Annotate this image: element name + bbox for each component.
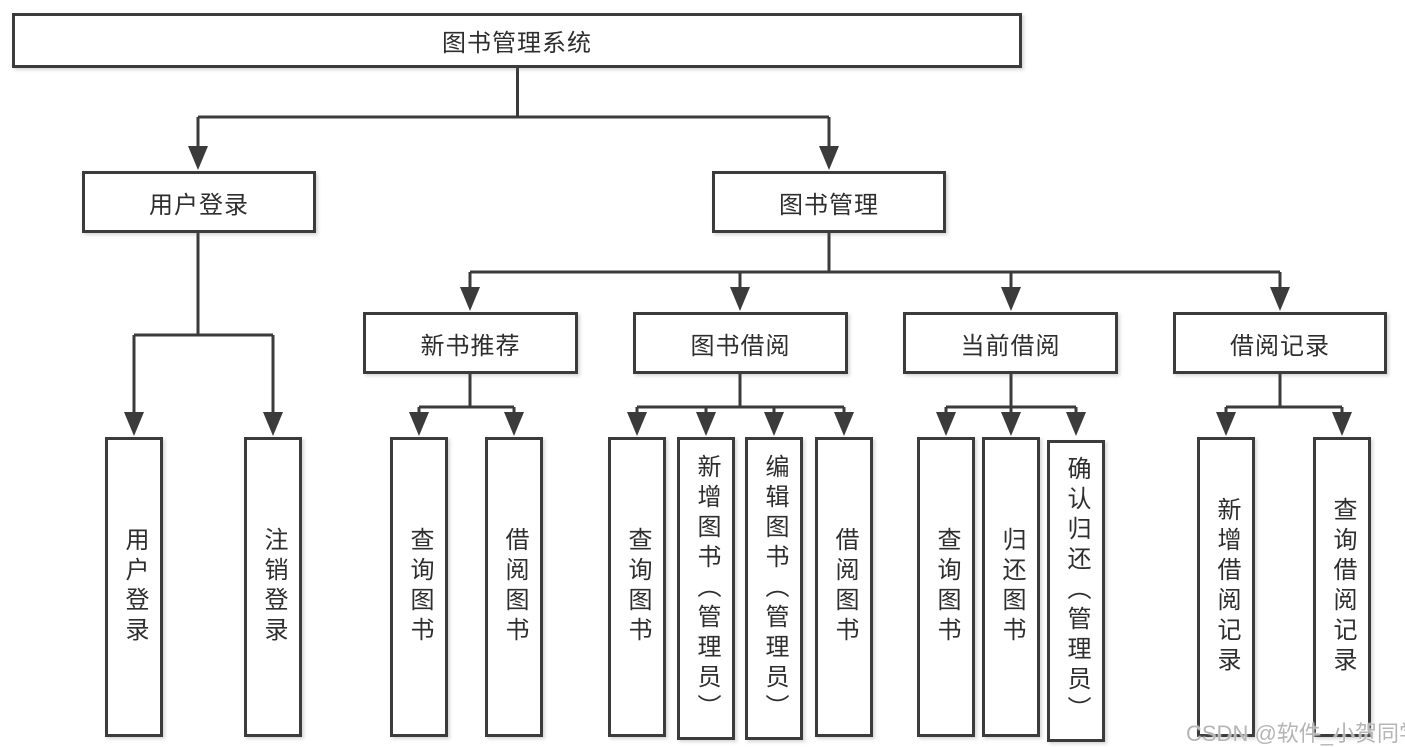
- leaf-borrow-books: 借阅图书: [815, 437, 873, 737]
- arrowhead-icon: [764, 412, 784, 436]
- leaf-borrow-books-recommend: 借阅图书: [485, 437, 543, 737]
- leaf-user-login: 用户登录: [105, 437, 163, 737]
- leaf-add-books-admin: 新增图书（管理员）: [677, 437, 735, 740]
- connector-login-to-leaves: [132, 233, 275, 416]
- leaf-label: 查询借阅记录: [1329, 497, 1356, 677]
- arrowhead-icon: [627, 412, 647, 436]
- arrowhead-icon: [1270, 287, 1290, 311]
- leaf-label: 用户登录: [121, 527, 148, 647]
- arrowhead-icon: [409, 412, 429, 436]
- leaf-label: 编辑图书（管理员）: [761, 453, 788, 724]
- connector-current-to-leaves: [944, 374, 1078, 416]
- leaf-label: 归还图书: [998, 527, 1025, 647]
- leaf-label: 查询图书: [624, 527, 651, 647]
- arrowhead-icon: [1001, 412, 1021, 436]
- arrowhead-icon: [460, 287, 480, 311]
- leaf-label: 借阅图书: [501, 527, 528, 647]
- arrowhead-icon: [730, 287, 750, 311]
- csdn-watermark: CSDN @软件_小贺同学: [1186, 721, 1405, 746]
- leaf-label: 查询图书: [933, 527, 960, 647]
- leaf-add-borrow-record: 新增借阅记录: [1197, 437, 1255, 737]
- leaf-label: 确认归还（管理员）: [1063, 456, 1090, 726]
- arrowhead-icon: [1066, 412, 1086, 436]
- arrowhead-icon: [124, 412, 144, 436]
- node-user-login: 用户登录: [82, 171, 316, 233]
- leaf-query-books-recommend: 查询图书: [390, 437, 448, 737]
- leaf-label: 新增借阅记录: [1213, 497, 1240, 677]
- arrowhead-icon: [188, 146, 208, 170]
- node-book-borrow: 图书借阅: [633, 312, 848, 374]
- node-new-book-recommend: 新书推荐: [363, 312, 578, 374]
- connector-mgmt-to-level3: [468, 233, 1282, 291]
- leaf-query-borrow-record: 查询借阅记录: [1313, 437, 1371, 737]
- leaf-edit-books-admin: 编辑图书（管理员）: [745, 437, 803, 740]
- arrowhead-icon: [1001, 287, 1021, 311]
- connector-records-to-leaves: [1224, 374, 1344, 416]
- node-current-borrow: 当前借阅: [903, 312, 1118, 374]
- node-root: 图书管理系统: [12, 13, 1022, 68]
- leaf-label: 新增图书（管理员）: [693, 453, 720, 724]
- arrowhead-icon: [1216, 412, 1236, 436]
- arrowhead-icon: [819, 146, 839, 170]
- arrowhead-icon: [1332, 412, 1352, 436]
- leaf-label: 查询图书: [406, 527, 433, 647]
- node-borrow-records: 借阅记录: [1173, 312, 1387, 374]
- leaf-return-books: 归还图书: [982, 437, 1040, 737]
- node-book-management: 图书管理: [712, 171, 946, 233]
- leaf-confirm-return-admin: 确认归还（管理员）: [1047, 440, 1105, 742]
- arrowhead-icon: [263, 412, 283, 436]
- arrowhead-icon: [834, 412, 854, 436]
- leaf-query-books-current: 查询图书: [917, 437, 975, 737]
- arrowhead-icon: [696, 412, 716, 436]
- leaf-query-books-borrow: 查询图书: [608, 437, 666, 737]
- arrowhead-icon: [936, 412, 956, 436]
- arrowhead-icon: [504, 412, 524, 436]
- leaf-logout: 注销登录: [244, 437, 302, 737]
- leaf-label: 借阅图书: [831, 527, 858, 647]
- connector-borrow-to-leaves: [635, 374, 846, 416]
- leaf-label: 注销登录: [260, 527, 287, 647]
- connector-recommend-to-leaves: [417, 374, 516, 416]
- connector-root-to-level2: [196, 68, 831, 150]
